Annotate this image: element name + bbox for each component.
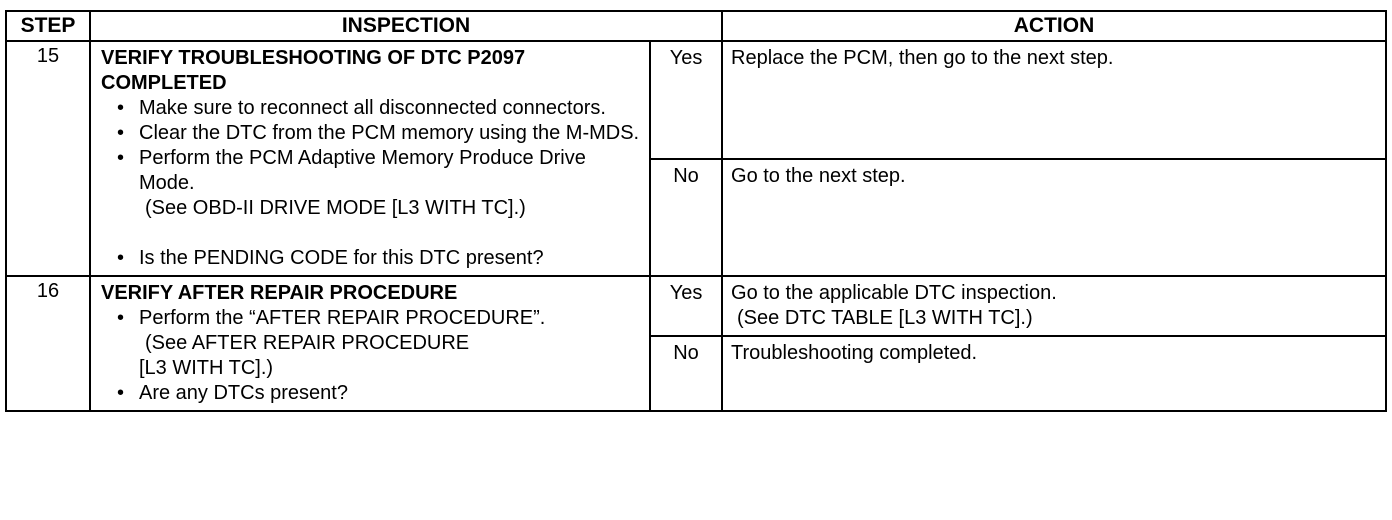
- bullet-item: Is the PENDING CODE for this DTC present…: [117, 246, 643, 271]
- table-row-step-15-yes: 15 VERIFY TROUBLESHOOTING OF DTC P2097 C…: [5, 40, 1388, 277]
- bullet-item: Clear the DTC from the PCM memory using …: [117, 121, 643, 146]
- no-label: No: [648, 158, 724, 277]
- yes-label: Yes: [648, 40, 724, 160]
- header-step: STEP: [5, 10, 91, 42]
- inspection-title-cont: COMPLETED: [101, 72, 227, 94]
- step-number: 15: [5, 40, 91, 277]
- bullet-item: Are any DTCs present?: [117, 381, 643, 406]
- table-row-step-16-no: No Troubleshooting completed.: [6, 335, 1388, 412]
- bullet-text: Perform the “AFTER REPAIR PROCEDURE”.: [139, 307, 546, 329]
- see-reference: (See OBD-II DRIVE MODE [L3 WITH TC].): [145, 197, 526, 219]
- yes-action: Replace the PCM, then go to the next ste…: [721, 40, 1388, 160]
- bullet-item: Perform the PCM Adaptive Memory Produce …: [117, 146, 643, 246]
- header-action: ACTION: [721, 10, 1388, 42]
- bullet-item: Make sure to reconnect all disconnected …: [117, 96, 643, 121]
- see-reference: (See AFTER REPAIR PROCEDURE: [145, 332, 470, 354]
- inspection-title: VERIFY AFTER REPAIR PROCEDURE: [101, 282, 458, 304]
- inspection-cell: VERIFY AFTER REPAIR PROCEDURE Perform th…: [89, 275, 651, 412]
- inspection-cell: VERIFY TROUBLESHOOTING OF DTC P2097 COMP…: [89, 40, 651, 277]
- yes-action: Go to the applicable DTC inspection.: [731, 282, 1057, 304]
- header-inspection: INSPECTION: [88, 10, 724, 42]
- no-action: Troubleshooting completed.: [721, 335, 1388, 412]
- no-label: No: [648, 335, 724, 412]
- inspection-bullets: Make sure to reconnect all disconnected …: [101, 96, 643, 271]
- table-row-step-15-no: No Go to the next step.: [6, 158, 1388, 277]
- table-row-step-16-yes: 16 VERIFY AFTER REPAIR PROCEDURE Perform…: [5, 275, 1388, 412]
- troubleshooting-table: STEP INSPECTION ACTION 15 VERIFY TROUBLE…: [5, 10, 1388, 412]
- see-reference-cont: [L3 WITH TC].): [139, 357, 274, 379]
- no-action: Go to the next step.: [721, 158, 1388, 277]
- inspection-bullets: Perform the “AFTER REPAIR PROCEDURE”. (S…: [101, 306, 643, 406]
- header-row: STEP INSPECTION ACTION: [5, 10, 1388, 42]
- see-reference: (See DTC TABLE [L3 WITH TC].): [737, 307, 1033, 329]
- bullet-item: Perform the “AFTER REPAIR PROCEDURE”. (S…: [117, 306, 643, 381]
- bullet-text: Perform the PCM Adaptive Memory Produce …: [139, 147, 586, 194]
- inspection-title: VERIFY TROUBLESHOOTING OF DTC P2097: [101, 47, 526, 69]
- step-number: 16: [5, 275, 91, 412]
- yes-action-cell: Go to the applicable DTC inspection. (Se…: [721, 275, 1388, 337]
- yes-label: Yes: [648, 275, 724, 337]
